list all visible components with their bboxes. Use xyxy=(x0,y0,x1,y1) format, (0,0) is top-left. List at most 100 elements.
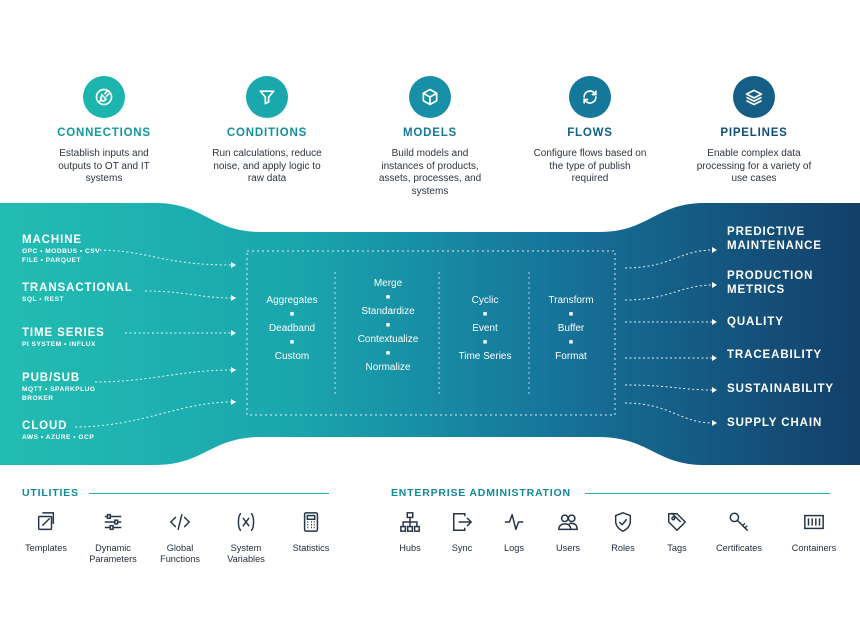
divider xyxy=(88,492,329,494)
tool-hubs[interactable]: Hubs xyxy=(375,511,445,554)
process-item: Cyclic xyxy=(471,295,499,306)
source-title: MACHINE xyxy=(22,234,82,246)
tool-users[interactable]: Users xyxy=(533,511,603,554)
tool-label: Sync xyxy=(451,543,473,553)
tool-logs[interactable]: Logs xyxy=(479,511,549,554)
bullet: ■ xyxy=(289,311,295,318)
tool-templates[interactable]: Templates xyxy=(11,511,81,554)
output-line: SUPPLY CHAIN xyxy=(727,417,823,429)
cube-icon xyxy=(422,88,438,106)
arrowhead xyxy=(712,247,717,253)
users-icon xyxy=(558,514,578,531)
pillar-description: Run calculations, reduce noise, and appl… xyxy=(212,148,322,184)
source-machine: MACHINE OPC • MODBUS • CSV FILE • PARQUE… xyxy=(22,234,100,265)
conditions-column: Aggregates ■ Deadband ■ Custom xyxy=(247,295,337,363)
source-cloud: CLOUD AWS • AZURE • GCP xyxy=(22,420,94,443)
source-title: TRANSACTIONAL xyxy=(22,282,133,294)
tool-tags[interactable]: Tags xyxy=(642,511,712,554)
process-item: Deadband xyxy=(268,323,316,334)
process-item: Format xyxy=(555,351,587,362)
funnel-icon xyxy=(259,90,275,105)
pillar-description: Configure flows based on the type of pub… xyxy=(533,148,647,184)
conditions-circle xyxy=(246,76,288,118)
output-sustainability: SUSTAINABILITY xyxy=(727,382,834,396)
tool-system-variables[interactable]: System Variables xyxy=(211,511,281,565)
source-protocols: AWS • AZURE • GCP xyxy=(22,434,95,441)
output-supply-chain: SUPPLY CHAIN xyxy=(727,416,822,430)
bullet: ■ xyxy=(482,311,488,318)
bullet: ■ xyxy=(289,339,295,346)
band-shape xyxy=(0,203,860,465)
supplychain-connector xyxy=(624,402,714,424)
pillar-description: Build models and instances of products, … xyxy=(378,148,482,197)
source-protocols: FILE • PARQUET xyxy=(22,256,82,264)
models-circle xyxy=(409,76,451,118)
source-protocols: PI SYSTEM • INFLUX xyxy=(22,341,96,348)
pillar-description: Establish inputs and outputs to OT and I… xyxy=(58,148,150,184)
source-protocols: BROKER xyxy=(22,394,54,402)
bullet: ■ xyxy=(568,339,574,346)
source-title: TIME SERIES xyxy=(22,327,105,339)
bullet: ■ xyxy=(385,294,391,301)
pillar-title: CONDITIONS xyxy=(226,127,308,139)
enterprise-header: ENTERPRISE ADMINISTRATION xyxy=(391,487,830,499)
source-time-series: TIME SERIES PI SYSTEM • INFLUX xyxy=(22,327,105,350)
source-transactional: TRANSACTIONAL SQL • REST xyxy=(22,282,133,305)
process-item: Event xyxy=(472,323,498,334)
tool-sync[interactable]: Sync xyxy=(427,511,497,554)
enterprise-title: ENTERPRISE ADMINISTRATION xyxy=(391,487,571,499)
tool-label: Certificates xyxy=(716,543,762,553)
tool-dynamic-parameters[interactable]: Dynamic Parameters xyxy=(78,511,148,565)
tag-icon xyxy=(668,512,686,531)
tool-label: Containers xyxy=(791,543,837,553)
transactional-connector xyxy=(144,290,233,299)
output-production-metrics: PRODUCTION METRICS xyxy=(727,269,813,297)
process-item: Custom xyxy=(274,351,310,362)
pillar-pipelines: PIPELINES Enable complex data processing… xyxy=(679,76,829,186)
template-icon xyxy=(37,512,55,531)
tool-roles[interactable]: Roles xyxy=(588,511,658,554)
tool-label: System Variables xyxy=(227,543,265,564)
pillar-flows: FLOWS Configure flows based on the type … xyxy=(515,76,665,186)
utilities-title: UTILITIES xyxy=(22,487,79,499)
output-line: QUALITY xyxy=(727,316,784,328)
arrowhead xyxy=(231,262,236,268)
processing-box xyxy=(246,250,616,416)
sync-icon xyxy=(583,90,597,104)
output-line: MAINTENANCE xyxy=(727,240,822,252)
utilities-header: UTILITIES xyxy=(22,487,329,499)
tool-label: Templates xyxy=(25,543,67,553)
models-column: Merge ■ Standardize ■ Contextualize ■ No… xyxy=(343,278,433,374)
output-quality: QUALITY xyxy=(727,315,784,329)
tool-label: Tags xyxy=(667,543,687,553)
process-item: Standardize xyxy=(361,306,415,317)
tool-global-functions[interactable]: Global Functions xyxy=(145,511,215,565)
source-title: PUB/SUB xyxy=(22,372,81,384)
pipelines-column: Transform ■ Buffer ■ Format xyxy=(526,295,616,363)
pillar-models: MODELS Build models and instances of pro… xyxy=(355,76,505,198)
output-line: PREDICTIVE xyxy=(727,226,806,238)
process-item: Transform xyxy=(548,295,594,306)
source-protocols: SQL • REST xyxy=(22,296,64,303)
arrowhead xyxy=(712,319,717,325)
pillar-connections: CONNECTIONS Establish inputs and outputs… xyxy=(29,76,179,186)
output-traceability: TRACEABILITY xyxy=(727,348,822,362)
tool-label: Users xyxy=(556,543,580,553)
tool-statistics[interactable]: Statistics xyxy=(276,511,346,554)
tool-label: Hubs xyxy=(399,543,421,553)
tool-containers[interactable]: Containers xyxy=(779,511,849,554)
output-line: PRODUCTION xyxy=(727,270,814,282)
divider xyxy=(584,492,830,494)
pillar-title: MODELS xyxy=(403,127,457,139)
arrowhead xyxy=(231,399,236,405)
tool-certificates[interactable]: Certificates xyxy=(704,511,774,554)
plug-icon xyxy=(95,88,113,106)
arrowhead xyxy=(712,355,717,361)
output-predictive-maintenance: PREDICTIVE MAINTENANCE xyxy=(727,225,822,253)
output-line: SUSTAINABILITY xyxy=(727,383,834,395)
source-pubsub: PUB/SUB MQTT • SPARKPLUG BROKER xyxy=(22,372,96,403)
shield-check-icon xyxy=(614,512,632,532)
flows-circle xyxy=(569,76,611,118)
variable-icon xyxy=(237,513,255,531)
